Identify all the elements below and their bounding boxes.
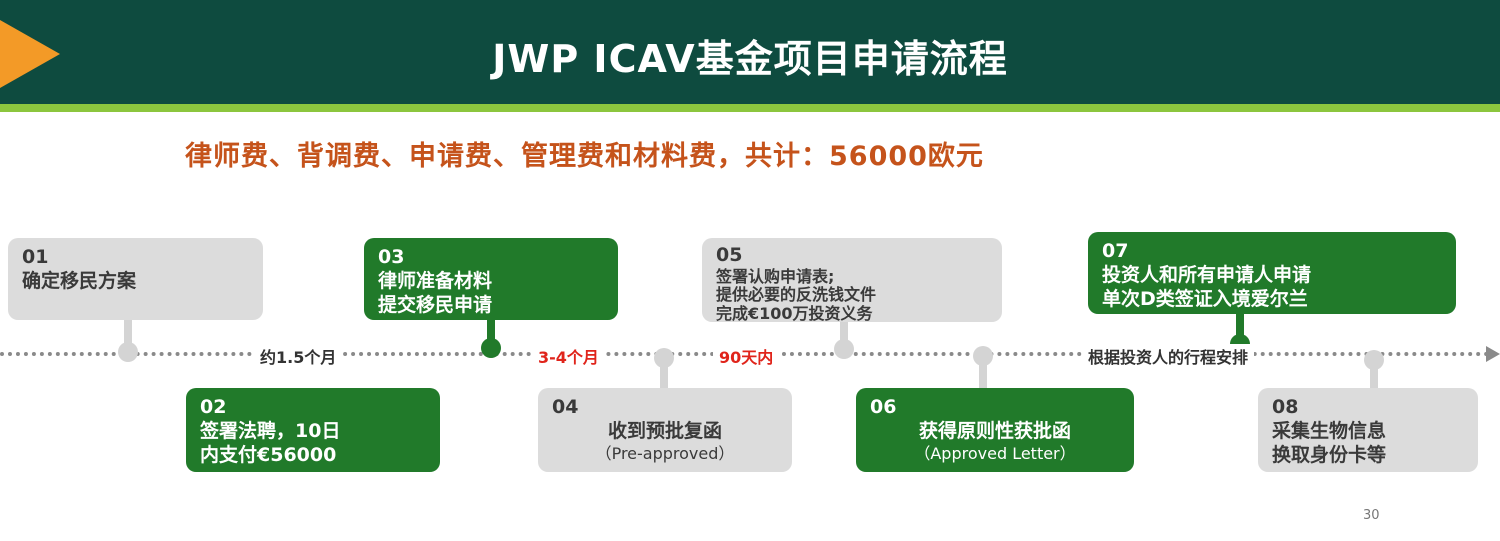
step-box-06: 06 获得原则性获批函 （Approved Letter） (856, 388, 1134, 472)
step-number: 02 (200, 396, 227, 418)
connector-06 (979, 356, 987, 390)
connector-07 (1236, 310, 1244, 342)
step-text: 内支付€56000 (200, 443, 337, 466)
connector-03 (487, 318, 495, 348)
step-box-08: 08 采集生物信息 换取身份卡等 (1258, 388, 1478, 472)
connector-08 (1370, 360, 1378, 390)
connector-01 (124, 318, 132, 350)
connector-05 (840, 318, 848, 346)
step-text: 单次D类签证入境爱尔兰 (1102, 287, 1308, 310)
step-number: 07 (1102, 240, 1129, 262)
node-03 (481, 338, 501, 358)
phase-label-4: 根据投资人的行程安排 (1082, 344, 1255, 368)
node-05 (834, 339, 854, 359)
page-number: 30 (1363, 508, 1380, 523)
step-box-04: 04 收到预批复函 （Pre-approved） (538, 388, 792, 472)
step-number: 05 (716, 244, 743, 266)
step-subtext: （Pre-approved） (595, 443, 735, 463)
step-text: 采集生物信息 (1272, 419, 1387, 442)
header-accent-stripe (0, 104, 1500, 112)
fee-summary: 律师费、背调费、申请费、管理费和材料费，共计：56000欧元 (185, 141, 984, 172)
step-number: 06 (870, 396, 897, 418)
step-number: 04 (552, 396, 579, 418)
step-text: 签署法聘，10日 (200, 419, 341, 442)
step-box-05: 05 签署认购申请表; 提供必要的反洗钱文件 完成€100万投资义务 (702, 238, 1002, 322)
step-text: 律师准备材料 (378, 269, 493, 292)
step-text: 换取身份卡等 (1272, 443, 1387, 466)
header-bar (0, 0, 1500, 104)
step-text: 收到预批复函 (607, 419, 722, 442)
step-text: 完成€100万投资义务 (716, 303, 873, 323)
orange-arrow-icon (0, 20, 60, 88)
phase-label-1: 约1.5个月 (254, 344, 343, 368)
step-text: 投资人和所有申请人申请 (1102, 263, 1312, 286)
step-number: 08 (1272, 396, 1299, 418)
page-title: JWP ICAV基金项目申请流程 (492, 37, 1008, 81)
step-text: 提供必要的反洗钱文件 (716, 285, 877, 305)
node-01 (118, 342, 138, 362)
step-box-03: 03 律师准备材料 提交移民申请 (364, 238, 618, 320)
step-text: 确定移民方案 (22, 269, 137, 292)
step-number: 01 (22, 246, 49, 268)
step-number: 03 (378, 246, 405, 268)
step-box-01: 01 确定移民方案 (8, 238, 263, 320)
step-box-02: 02 签署法聘，10日 内支付€56000 (186, 388, 440, 472)
timeline-arrow-icon (1486, 346, 1500, 362)
step-text: 获得原则性获批函 (918, 419, 1071, 442)
phase-label-3: 90天内 (713, 344, 780, 368)
step-text: 签署认购申请表; (716, 266, 835, 286)
phase-label-2: 3-4个月 (532, 344, 605, 368)
step-subtext: （Approved Letter） (914, 443, 1076, 463)
step-box-07: 07 投资人和所有申请人申请 单次D类签证入境爱尔兰 (1088, 232, 1456, 314)
step-text: 提交移民申请 (378, 293, 493, 316)
connector-04 (660, 358, 668, 390)
